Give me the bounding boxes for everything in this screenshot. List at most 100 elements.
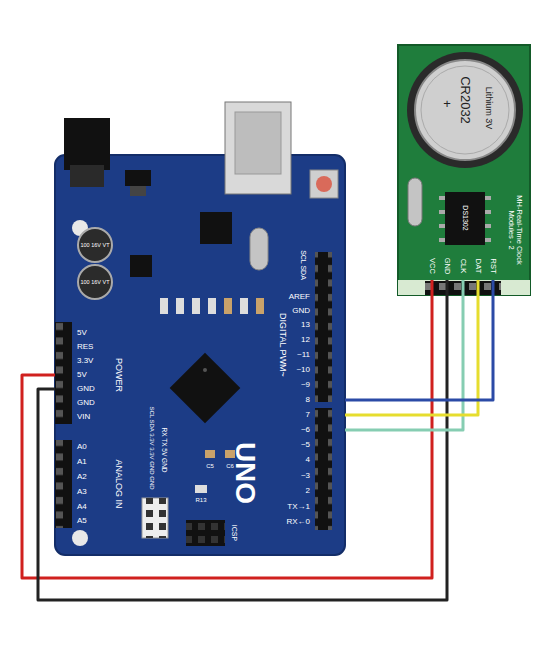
rtc-chip	[439, 192, 491, 245]
pin-header	[55, 252, 332, 530]
arduino-board: UNO	[55, 155, 345, 555]
rtc-chip	[439, 196, 445, 200]
dc-jack	[64, 118, 110, 187]
usb-chip	[200, 212, 232, 244]
pin-label: AREF	[289, 293, 310, 302]
rtc-chip	[485, 196, 491, 200]
pin-label: RX←0	[286, 518, 310, 527]
wire	[345, 280, 493, 400]
microcontroller	[203, 368, 207, 372]
pin-label: A4	[77, 503, 87, 512]
smd-parts	[195, 485, 207, 493]
pin-label: VIN	[77, 413, 90, 422]
pin-header	[315, 252, 332, 402]
rtc-chip	[485, 224, 491, 228]
rtc-chip	[439, 224, 445, 228]
voltage-regulator	[130, 186, 146, 196]
pin-label: A3	[77, 488, 87, 497]
pin-label: GND	[292, 307, 310, 316]
pin-label: TX→1	[287, 503, 310, 512]
smd-parts	[208, 298, 216, 314]
breakout-pads	[142, 498, 168, 538]
reset-button	[310, 170, 338, 198]
pin-label: VCC	[428, 258, 436, 274]
part-ref: C5	[206, 463, 214, 470]
battery-label: +	[443, 97, 451, 111]
pin-label: A0	[77, 443, 87, 452]
pin-label: RES	[77, 343, 93, 352]
pin-header	[55, 322, 72, 424]
usb-port	[225, 102, 291, 194]
pin-label: SCL SDA	[299, 250, 307, 280]
capacitor	[78, 265, 112, 299]
capacitor	[78, 228, 112, 299]
rtc-module	[398, 45, 530, 295]
battery-holder	[407, 52, 523, 168]
pin-label: ~10	[296, 366, 310, 375]
voltage-regulator	[125, 170, 151, 196]
microcontroller	[170, 353, 241, 424]
smd-parts	[240, 298, 248, 314]
pin-label: 12	[301, 336, 310, 345]
arduino-board	[55, 155, 345, 555]
pin-label: 2	[306, 487, 310, 496]
pin-header	[315, 408, 332, 530]
rtc-module: MH-Real-Time Clock Modules - 2	[398, 45, 530, 280]
smd-parts	[130, 255, 152, 277]
smd-parts	[160, 298, 168, 314]
rtc-crystal	[408, 178, 422, 226]
pin-header	[315, 252, 332, 402]
smd-parts	[130, 255, 264, 493]
icsp-header	[186, 520, 225, 546]
arduino-board	[72, 530, 88, 546]
battery-label: Lithium 3V	[483, 87, 493, 130]
voltage-regulator	[125, 170, 151, 186]
pin-label: A2	[77, 473, 87, 482]
smd-parts	[256, 298, 264, 314]
dc-jack	[64, 118, 110, 170]
pin-label: GND	[77, 385, 95, 394]
pin-label: A5	[77, 517, 87, 526]
section-label: DIGITAL PWM~	[277, 313, 287, 377]
reset-button	[310, 170, 338, 198]
rtc-chip	[485, 238, 491, 242]
crystal	[250, 228, 268, 270]
pin-label: ~5	[301, 441, 310, 450]
crystal	[250, 228, 268, 270]
pin-label: DAT	[474, 259, 482, 273]
battery-holder	[407, 52, 523, 168]
part-ref: C6	[226, 463, 234, 470]
pin-label: 13	[301, 321, 310, 330]
board-name: UNO	[230, 442, 261, 504]
breakout-pads	[142, 498, 168, 538]
pin-label: CLK	[459, 259, 467, 274]
pin-label: SCL SDA 3.3V 3.3V GND GND	[149, 406, 156, 489]
pin-label: 5V	[77, 371, 87, 380]
usb-port	[235, 112, 281, 174]
pin-label: 7	[306, 411, 310, 420]
pin-label: ~9	[301, 381, 310, 390]
battery-holder	[421, 66, 509, 154]
smd-parts	[192, 298, 200, 314]
wire	[345, 280, 478, 415]
microcontroller	[170, 353, 241, 424]
battery-label: CR2032	[458, 76, 472, 124]
section-label: POWER	[113, 358, 123, 392]
pin-label: ~11	[297, 351, 310, 360]
icsp-header	[186, 520, 225, 546]
smd-parts	[205, 450, 215, 458]
battery-holder	[415, 60, 515, 160]
pin-label: 4	[306, 456, 310, 465]
rtc-module	[398, 45, 530, 295]
dc-jack	[70, 165, 104, 187]
section-label: ANALOG IN	[113, 459, 123, 508]
header-label: ICSP	[230, 525, 238, 541]
rtc-chip	[439, 210, 445, 214]
chip-label: DS1302	[461, 205, 469, 230]
reset-button	[316, 176, 332, 192]
smd-parts	[225, 450, 235, 458]
usb-chip	[200, 212, 232, 244]
capacitor	[78, 228, 112, 262]
